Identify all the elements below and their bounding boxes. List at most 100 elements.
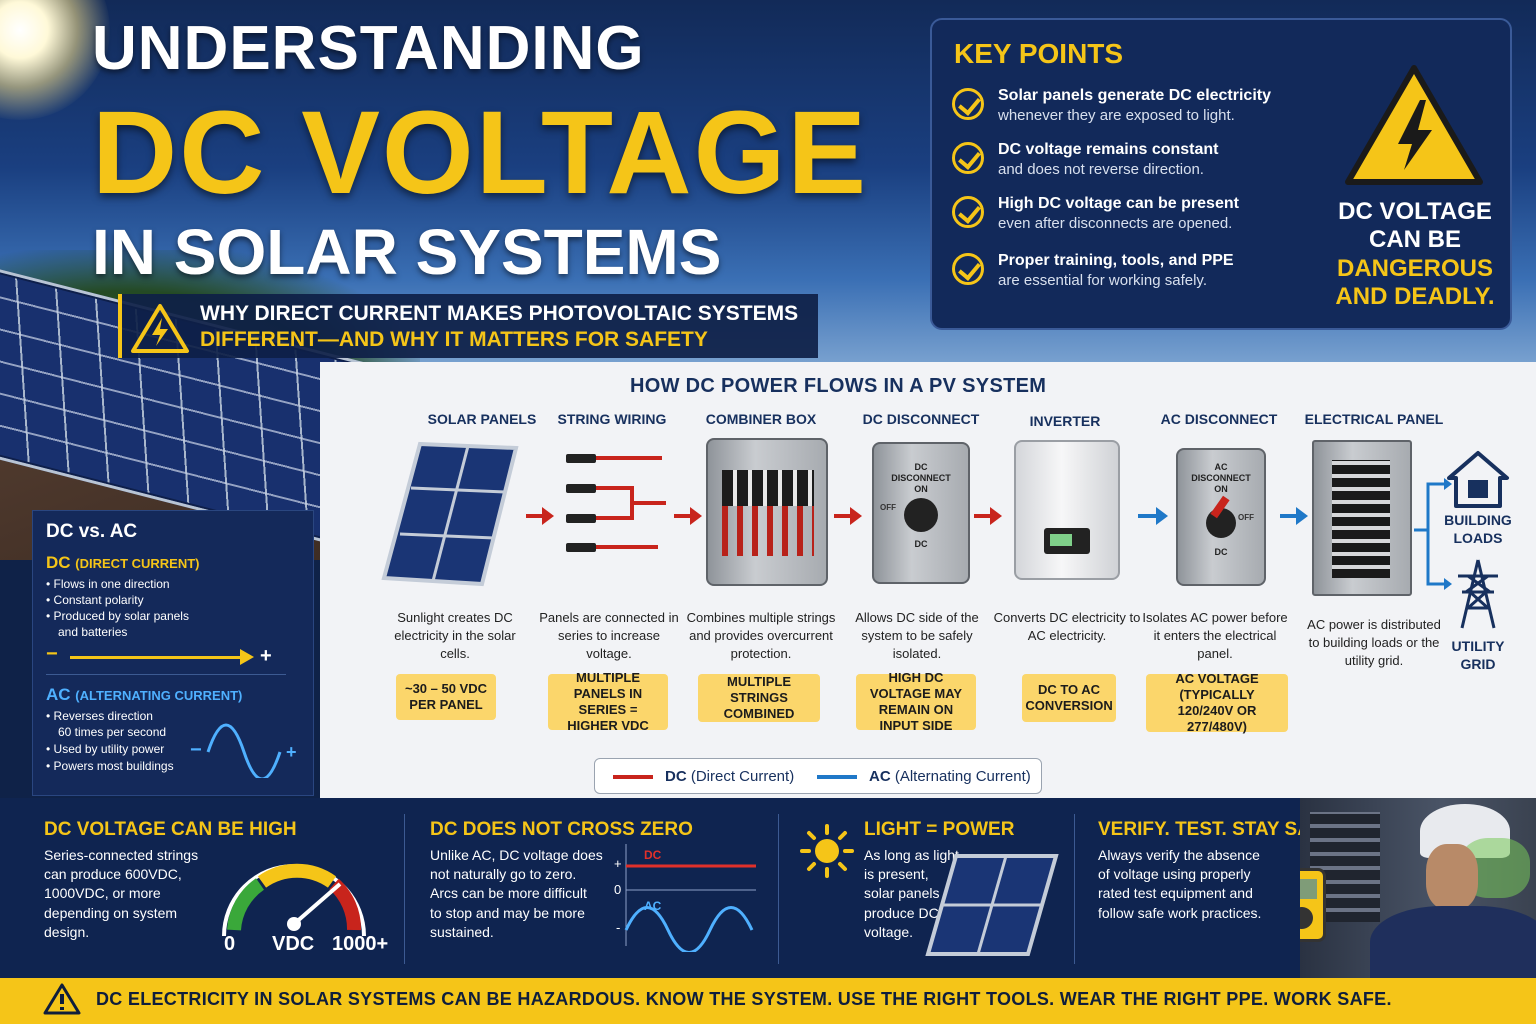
dc-bullet: and batteries <box>58 625 128 639</box>
dc-disconnect-switch-knob <box>904 498 938 532</box>
subtitle-line-2: DIFFERENT—AND WHY IT MATTERS FOR SAFETY <box>200 328 708 351</box>
multimeter <box>1300 868 1326 942</box>
ac-wave-label: AC <box>644 899 662 913</box>
axis-minus: - <box>616 920 620 935</box>
footer-bar <box>0 978 1536 1024</box>
dc-disconnect-face-text: DISCONNECT <box>891 472 951 483</box>
text-line: Unlike AC, DC voltage does <box>430 847 603 863</box>
utility-grid-label: UTILITY GRID <box>1451 638 1505 672</box>
not-cross-zero-text: Unlike AC, DC voltage does not naturally… <box>430 846 603 942</box>
text-line: can produce 600VDC, <box>44 866 182 883</box>
stage-tag: HIGH DC VOLTAGE MAY REMAIN ON INPUT SIDE <box>856 670 976 733</box>
key-point-heading: High DC voltage can be present <box>998 195 1239 212</box>
key-point-heading: Solar panels generate DC electricity <box>998 87 1271 104</box>
gauge-max: 1000+ <box>332 933 389 955</box>
divider <box>46 674 286 675</box>
ac-legend-swatch <box>817 775 857 779</box>
divider <box>404 814 405 964</box>
light-power-title: LIGHT = POWER <box>864 819 1015 840</box>
stage-label: COMBINER BOX <box>705 411 817 427</box>
dc-line <box>70 656 244 659</box>
ac-disconnect-image: AC DISCONNECT ON OFF DC <box>1176 448 1266 586</box>
stage-description: Sunlight creates DC electricity in the s… <box>394 610 516 662</box>
ac-minus-sign: − <box>190 739 202 761</box>
axis-zero: 0 <box>614 882 621 897</box>
verify-text: Always verify the absence of voltage usi… <box>1098 846 1261 923</box>
ac-sine-wave: − + <box>190 723 297 778</box>
text-line: not naturally go to zero. <box>430 866 577 883</box>
text-line: follow safe work practices. <box>1098 904 1262 921</box>
check-icon <box>952 196 984 228</box>
key-point-detail: and does not reverse direction. <box>998 161 1204 178</box>
stage-tag: DC TO AC CONVERSION <box>1022 674 1116 722</box>
dc-heading-main: DC <box>46 553 71 572</box>
dc-flow-arrow <box>974 507 1002 525</box>
key-point-heading: Proper training, tools, and PPE <box>998 252 1234 269</box>
text-line: 1000VDC, or more <box>44 885 161 902</box>
dc-disconnect-off-label: OFF <box>880 503 896 512</box>
dc-heading: DC (DIRECT CURRENT) <box>46 554 200 571</box>
electrical-panel-image <box>1312 440 1412 596</box>
subtitle-bar <box>118 294 818 358</box>
stage-label: STRING WIRING <box>557 411 667 427</box>
ac-heading-sub: (ALTERNATING CURRENT) <box>75 688 243 703</box>
dc-disconnect-image: DC DISCONNECT ON OFF DC <box>872 442 970 584</box>
stage-tag: AC VOLTAGE (TYPICALLY 120/240V OR 277/48… <box>1146 671 1288 734</box>
ac-bullet: • Used by utility power <box>46 742 165 756</box>
dc-legend-key: DC <box>665 768 687 785</box>
text-line: of voltage using properly <box>1098 866 1251 883</box>
stage-description: Converts DC electricity to AC electricit… <box>993 610 1141 644</box>
ac-flow-arrow <box>1280 507 1308 525</box>
dc-disconnect-face-text: DC <box>914 462 928 472</box>
text-line: is present, <box>864 866 929 883</box>
dc-bullet: • Produced by solar panels <box>46 609 189 623</box>
ac-bullet: • Powers most buildings <box>46 759 174 773</box>
voltage-gauge <box>222 863 366 937</box>
text-line: Arcs can be more difficult <box>430 885 587 902</box>
not-cross-zero-title: DC DOES NOT CROSS ZERO <box>430 819 693 840</box>
text-line: Series-connected strings <box>44 847 199 863</box>
check-icon <box>952 253 984 285</box>
text-line: Always verify the absence <box>1098 847 1260 863</box>
building-loads-label: BUILDING LOADS <box>1444 512 1512 546</box>
text-line: voltage. <box>864 923 914 940</box>
key-point-detail: whenever they are exposed to light. <box>998 107 1235 124</box>
stage-tag: MULTIPLE STRINGS COMBINED <box>698 674 820 722</box>
dc-plus-sign: + <box>260 645 272 667</box>
dc-vs-ac-title: DC vs. AC <box>46 521 138 542</box>
dc-legend-text: (Direct Current) <box>690 768 795 785</box>
dc-vs-ac-panel <box>32 510 314 796</box>
gauge-min: 0 <box>224 933 236 955</box>
string-wiring-image <box>566 454 666 552</box>
flow-title: HOW DC POWER FLOWS IN A PV SYSTEM <box>630 375 1047 397</box>
check-icon <box>952 142 984 174</box>
warning-line: DANGEROUS <box>1336 254 1493 282</box>
warning-line: AND DEADLY. <box>1335 282 1495 310</box>
gauge-unit: VDC <box>272 933 315 955</box>
dc-legend-swatch <box>613 775 653 779</box>
sun-icon <box>800 824 854 878</box>
key-points-title: KEY POINTS <box>954 38 1124 69</box>
light-power-text: As long as light is present, solar panel… <box>864 846 959 942</box>
ac-legend-text: (Alternating Current) <box>894 768 1031 785</box>
flow-legend: DC (Direct Current) AC (Alternating Curr… <box>594 758 1042 794</box>
stage-label: AC DISCONNECT <box>1160 411 1278 427</box>
combiner-box-image <box>706 438 828 586</box>
text-line: design. <box>44 923 90 940</box>
divider <box>1074 814 1075 964</box>
ac-flow-arrow <box>1138 507 1168 525</box>
key-point-heading: DC voltage remains constant <box>998 141 1219 158</box>
key-point-detail: even after disconnects are opened. <box>998 215 1233 232</box>
stage-tag: ~30 – 50 VDC PER PANEL <box>396 674 496 720</box>
verify-title: VERIFY. TEST. STAY SAFE. <box>1098 819 1341 840</box>
warning-icon <box>43 983 81 1015</box>
title-line-2: DC VOLTAGE <box>92 87 869 219</box>
ac-disconnect-face-text: ON <box>1214 483 1228 494</box>
ac-disconnect-face-text: DC <box>1214 547 1228 557</box>
warning-icon <box>131 304 189 353</box>
dc-arrow-head <box>240 649 254 665</box>
utility-tower-icon <box>1458 559 1498 629</box>
text-line: solar panels <box>864 885 940 902</box>
stage-description: Isolates AC power before it enters the e… <box>1142 610 1288 662</box>
dc-heading-sub: (DIRECT CURRENT) <box>75 556 200 571</box>
